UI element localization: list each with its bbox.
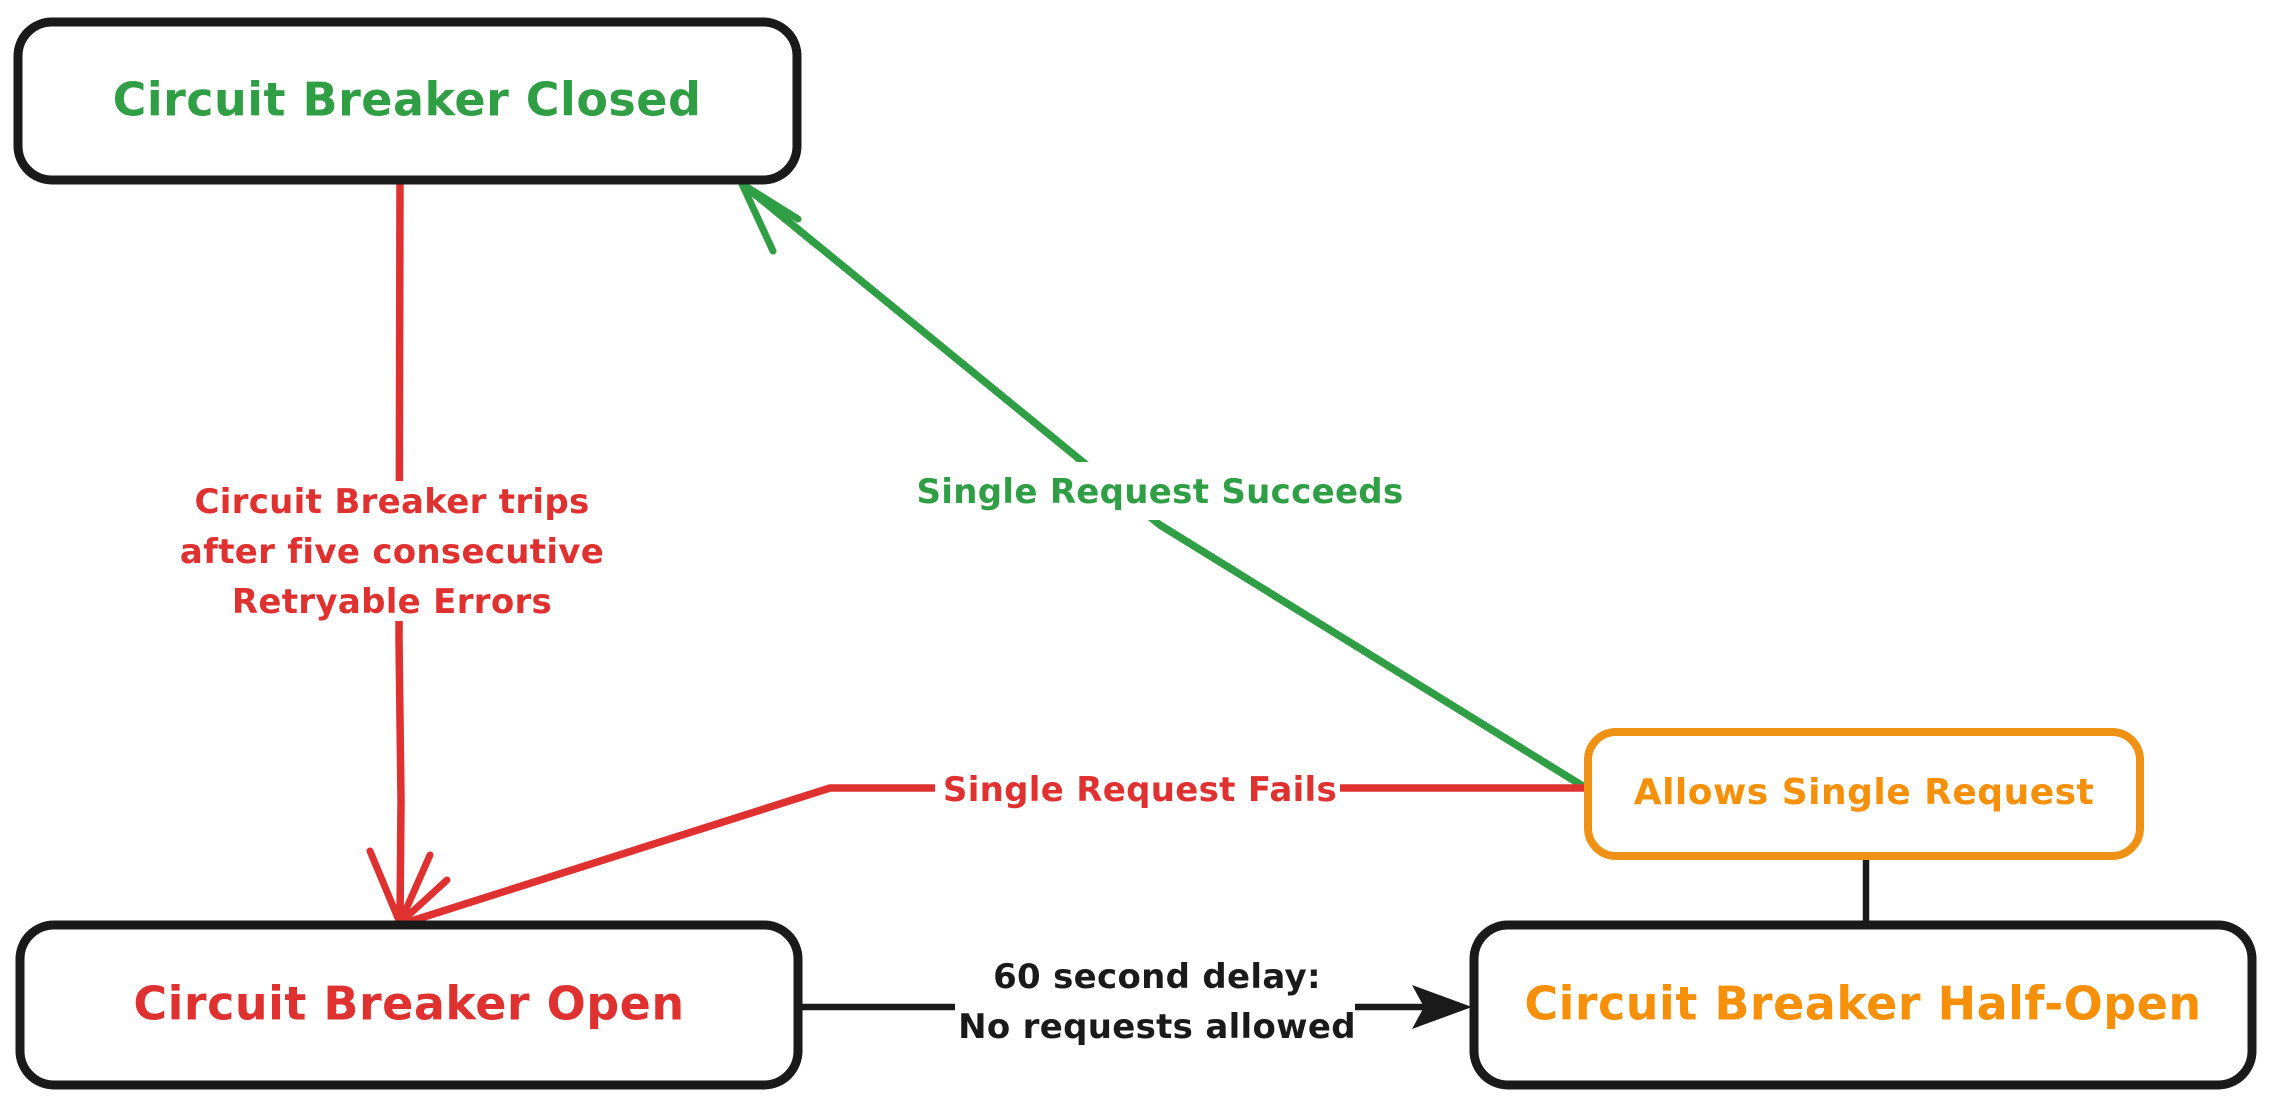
- node-circuit-breaker-half-open-box: [1469, 920, 2257, 1090]
- edge-label-closed-to-open: Circuit Breaker trips after five consecu…: [168, 481, 604, 622]
- edge-open-to-half-open-arrowhead: [1412, 985, 1472, 1029]
- edge-label-allows-to-closed: Single Request Succeeds: [910, 462, 1410, 520]
- edge-allows-to-closed-path: [741, 182, 1590, 792]
- node-circuit-breaker-closed[interactable]: Circuit Breaker Closed: [13, 17, 802, 185]
- node-circuit-breaker-open-label: Circuit Breaker Open: [133, 977, 684, 1031]
- node-circuit-breaker-open[interactable]: Circuit Breaker Open: [15, 920, 803, 1090]
- edge-closed-to-open-arrowhead: [366, 847, 451, 927]
- edge-label-allows-to-closed-bg: [910, 462, 1410, 520]
- edge-label-open-to-half-open-line-1: 60 second delay:: [993, 957, 1321, 997]
- node-allows-single-request[interactable]: Allows Single Request: [1584, 728, 2144, 860]
- edge-label-open-to-half-open: 60 second delay: No requests allowed: [955, 947, 1356, 1057]
- node-circuit-breaker-closed-label: Circuit Breaker Closed: [113, 73, 702, 127]
- edge-label-closed-to-open-bg: [168, 481, 588, 621]
- node-circuit-breaker-half-open-label: Circuit Breaker Half-Open: [1524, 977, 2201, 1031]
- edge-label-allows-to-open-bg: [935, 762, 1340, 816]
- edge-label-closed-to-open-line-2: after five consecutive: [180, 532, 604, 572]
- edge-label-closed-to-open-line-1: Circuit Breaker trips: [194, 482, 589, 522]
- node-circuit-breaker-half-open[interactable]: Circuit Breaker Half-Open: [1469, 920, 2257, 1090]
- edge-label-open-to-half-open-bg: [955, 947, 1355, 1057]
- edge-open-to-half-open: [796, 985, 1472, 1029]
- edge-closed-to-open-path: [395, 177, 405, 925]
- edge-label-allows-to-open: Single Request Fails: [935, 762, 1340, 816]
- node-allows-single-request-box: [1584, 728, 2144, 860]
- node-circuit-breaker-closed-box: [13, 17, 802, 185]
- node-allows-single-request-label: Allows Single Request: [1634, 772, 2095, 813]
- edge-label-allows-to-closed-text: Single Request Succeeds: [916, 472, 1403, 512]
- edge-label-open-to-half-open-line-2: No requests allowed: [958, 1007, 1356, 1047]
- edge-label-closed-to-open-line-3: Retryable Errors: [232, 582, 552, 622]
- edge-allows-to-closed: [738, 180, 1590, 792]
- edge-label-allows-to-open-text: Single Request Fails: [943, 770, 1337, 810]
- edge-closed-to-open: [366, 177, 451, 927]
- node-circuit-breaker-open-box: [15, 920, 803, 1090]
- edge-allows-to-closed-arrowhead: [738, 180, 822, 255]
